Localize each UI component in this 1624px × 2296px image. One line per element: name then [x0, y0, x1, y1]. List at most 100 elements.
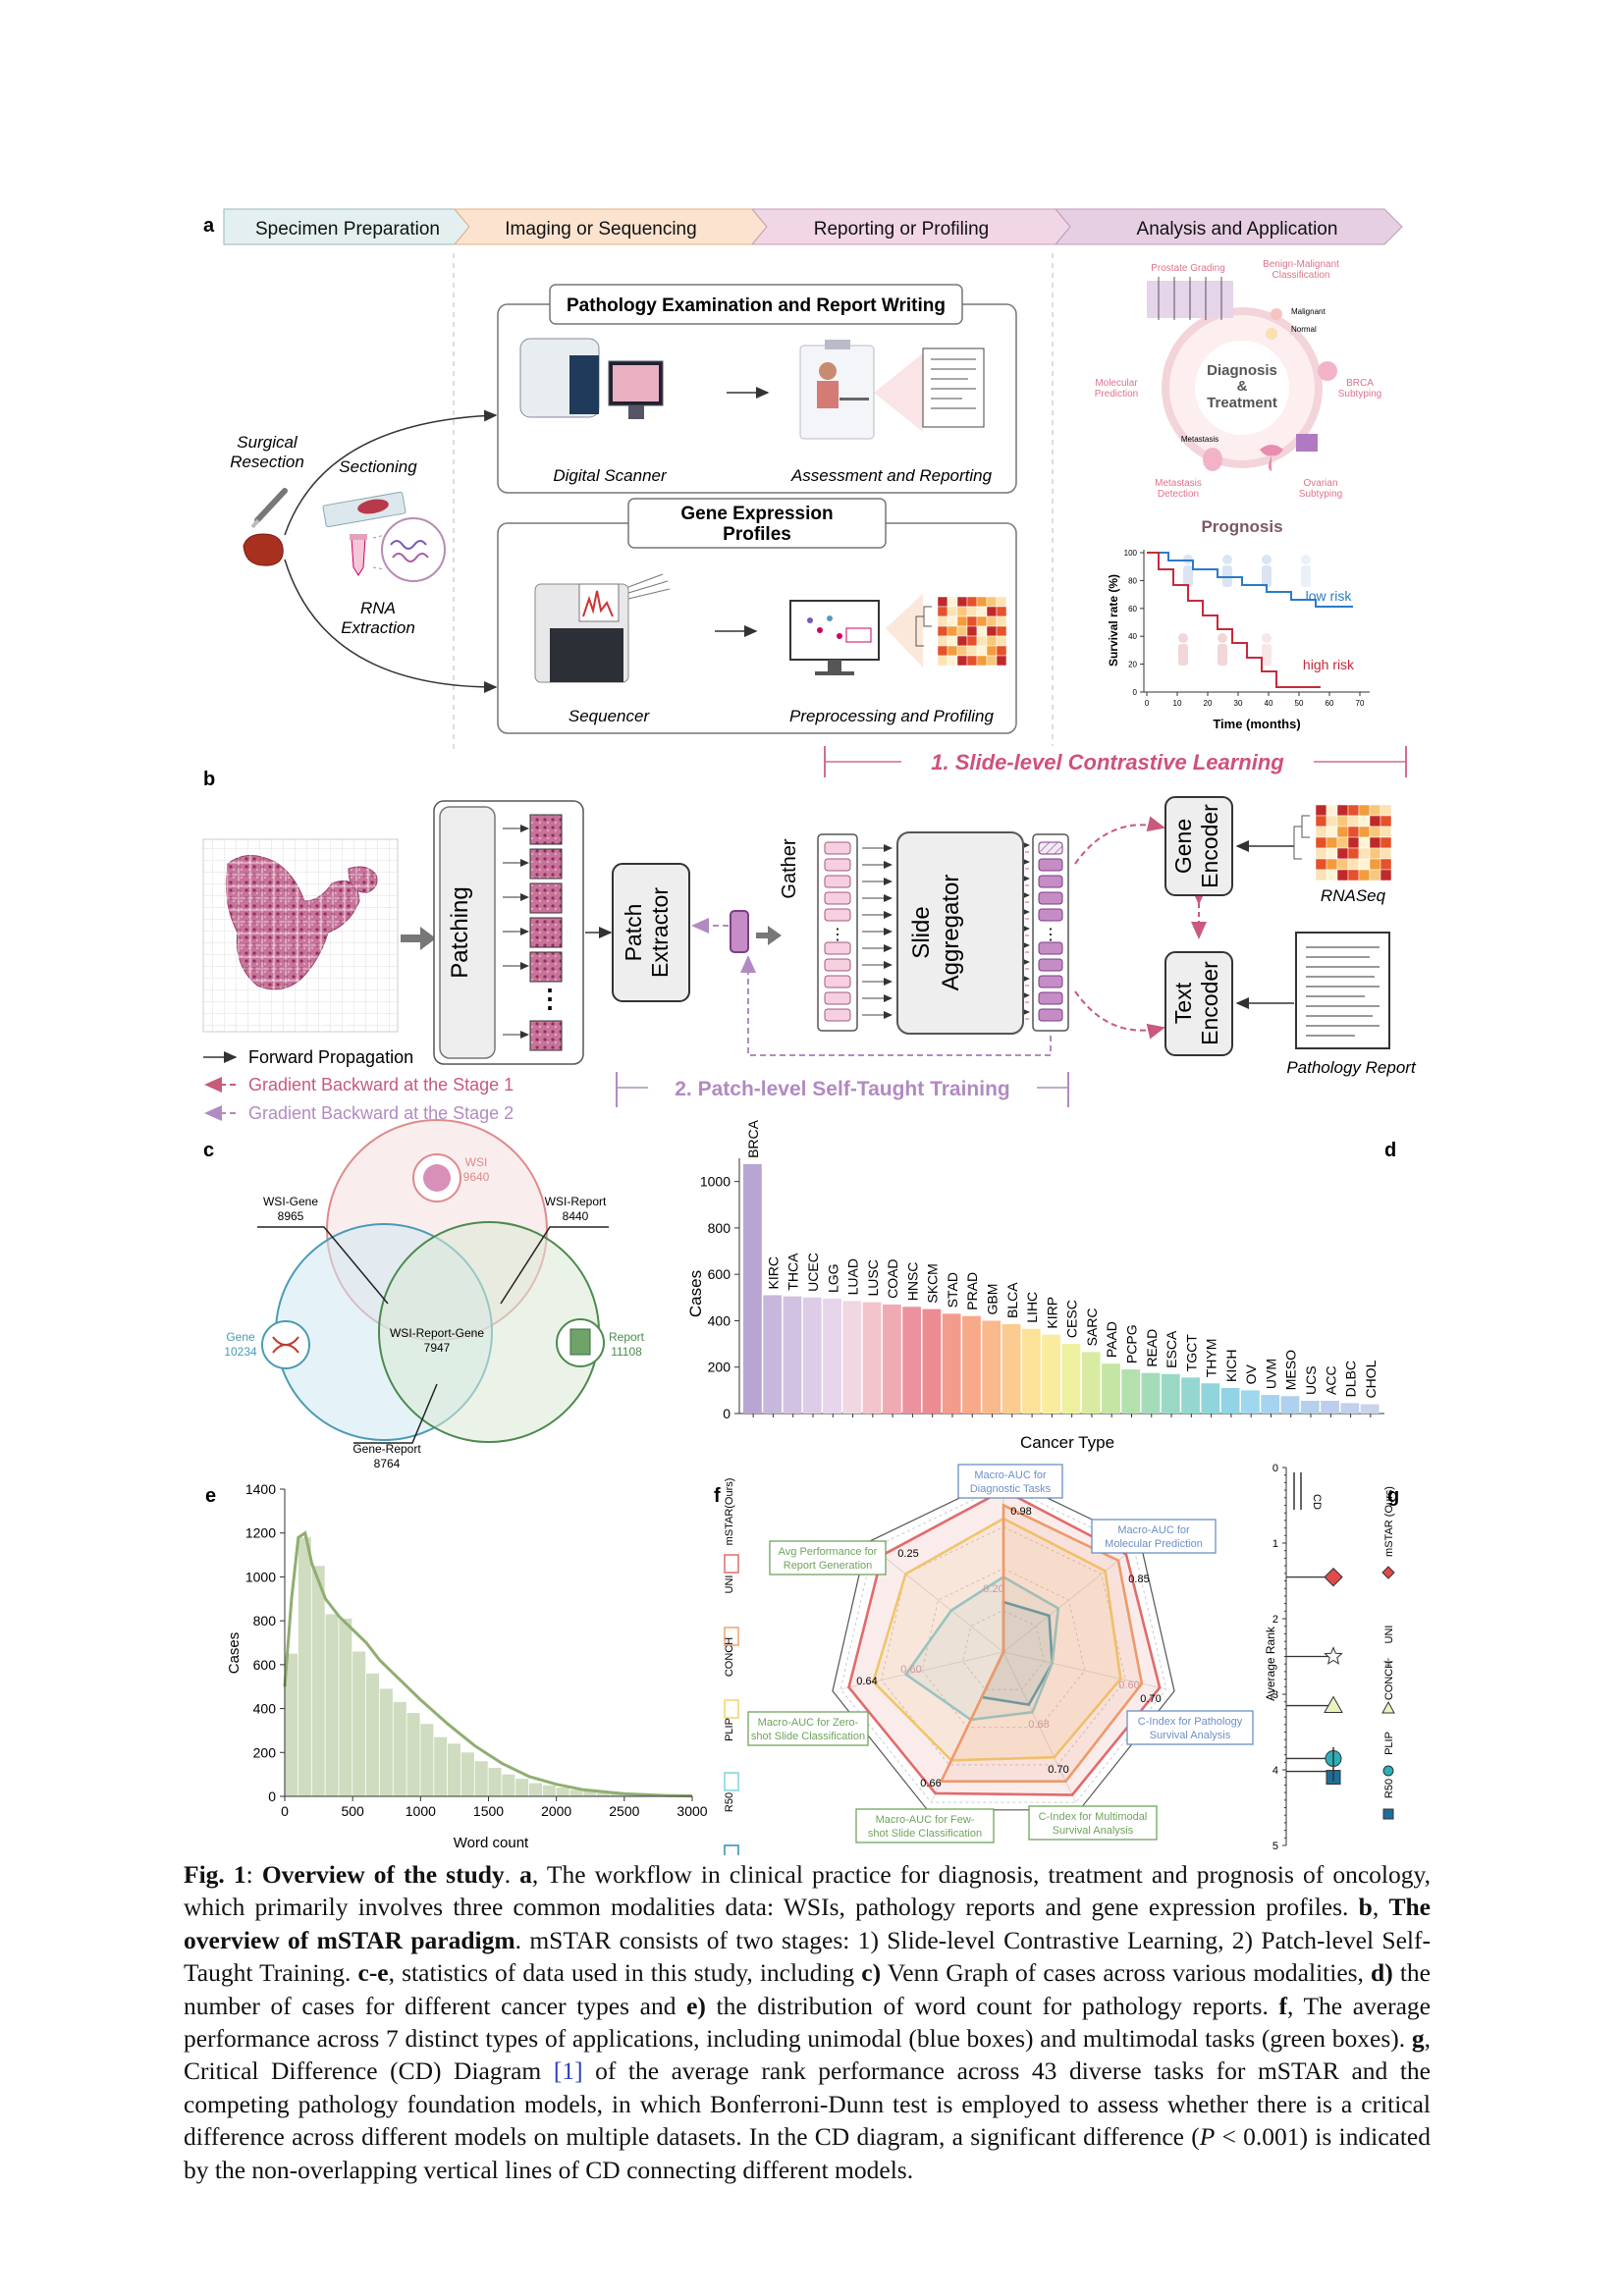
- output-token: [1038, 1008, 1063, 1022]
- bar-label: UCEC: [805, 1253, 821, 1292]
- bar-label: STAD: [945, 1272, 960, 1308]
- caption-f-text: , The average performance across 7 disti…: [184, 1991, 1431, 2054]
- chart-e-ytick: 600: [253, 1657, 277, 1673]
- citation-link[interactable]: [1]: [553, 2056, 583, 2086]
- heatmap-cell: [937, 655, 948, 667]
- heatmap-cell: [1336, 804, 1349, 817]
- chart-g-ylabel: Average Rank: [1264, 1626, 1277, 1701]
- caption-b-label: b: [1358, 1893, 1373, 1922]
- heatmap-cell: [1380, 869, 1392, 881]
- stage1-gradient-to-text: [1074, 990, 1165, 1040]
- heatmap-cell: [1347, 804, 1360, 817]
- ellipsis-icon: ⋮: [1043, 927, 1058, 943]
- radar-legend-label: CONCH: [724, 1637, 735, 1677]
- radar-axis-label: shot Slide Classification: [751, 1731, 865, 1742]
- caption-a-text: , The workflow in clinical practice for …: [184, 1860, 1431, 1922]
- input-token: [824, 875, 851, 888]
- heatmap-cell: [1358, 858, 1371, 871]
- bar-label: KIRC: [765, 1256, 781, 1289]
- bar-kirp: [1042, 1334, 1060, 1414]
- rna-zoom-icon: [372, 517, 446, 582]
- heatmap-cell: [956, 615, 968, 627]
- kde-curve: [283, 1530, 693, 1798]
- heatmap-cell: [996, 645, 1007, 657]
- digital-scanner-icon: [519, 338, 664, 419]
- heatmap-cell: [1315, 815, 1327, 828]
- radar-legend-label: UNI: [724, 1575, 735, 1594]
- slide-aggregator-box: [896, 831, 1024, 1035]
- heatmap-cell: [996, 615, 1007, 627]
- heatmap-cell: [986, 625, 998, 637]
- heatmap-cell: [1315, 826, 1327, 838]
- bar-lgg: [823, 1299, 841, 1414]
- heatmap-cell: [966, 615, 978, 627]
- preprocessing-profiling-label: Preprocessing and Profiling: [789, 707, 994, 725]
- bar-label: LIHC: [1024, 1292, 1040, 1323]
- high-risk-curve: [1147, 552, 1321, 688]
- heatmap-cell: [1380, 847, 1392, 860]
- radar-tick: 0.98: [1010, 1506, 1031, 1518]
- venn-wsi-report-count: 8440: [563, 1209, 589, 1223]
- heatmap-cell: [986, 596, 998, 608]
- caption-e-text: the distribution of word count for patho…: [705, 1991, 1279, 2020]
- radar-axis-label: Survival Analysis: [1150, 1730, 1231, 1741]
- heatmap-cell: [956, 596, 968, 608]
- panel-d-letter: d: [1384, 1140, 1396, 1161]
- chart-e-xtick: 3000: [677, 1803, 707, 1819]
- app-label-brca: Subtyping: [1338, 389, 1381, 400]
- bar-meso: [1280, 1396, 1300, 1414]
- text-encoder-label: Text: [1170, 982, 1196, 1024]
- radar-axis-box: [855, 1808, 995, 1843]
- bar-label: GBM: [985, 1284, 1001, 1315]
- radar-legend-swatch: [724, 1844, 739, 1855]
- panel-f-letter: f: [714, 1485, 721, 1507]
- caption-ce-text: , statistics of data used in this study,…: [388, 1958, 862, 1988]
- pathology-report-label: Pathology Report: [1286, 1058, 1417, 1077]
- cd-marker-uni: [1324, 1646, 1343, 1665]
- venn-gene-count: 10234: [224, 1345, 257, 1359]
- venn-wsi-label: WSI: [465, 1155, 488, 1169]
- histogram-bar: [379, 1688, 393, 1796]
- low-risk-label: low risk: [1306, 588, 1353, 604]
- output-token: [1038, 941, 1063, 955]
- prognosis-xtick: 10: [1173, 699, 1182, 708]
- chart-d-ytick: 400: [708, 1312, 731, 1328]
- bar-blca: [1001, 1324, 1021, 1414]
- bar-label: READ: [1144, 1329, 1160, 1367]
- sectioning-label: Sectioning: [339, 457, 417, 476]
- radar-axis-label: C-Index for Multimodal: [1039, 1811, 1148, 1823]
- venn-center-count: 7947: [424, 1341, 451, 1355]
- wsi-thumbnail: [202, 838, 399, 1033]
- legend-stage2-label: Gradient Backward at the Stage 2: [248, 1103, 514, 1123]
- bar-label: THCA: [785, 1253, 801, 1291]
- radar-axis-box: [747, 1711, 869, 1746]
- cd-marker-conch: [1324, 1695, 1343, 1714]
- caption-d-label: d): [1371, 1958, 1393, 1988]
- bar-uvm: [1261, 1395, 1280, 1414]
- caption-b-bold: The overview of mSTAR paradigm: [184, 1893, 1431, 1954]
- caption-e-label: e): [686, 1991, 706, 2020]
- chart-e-ytick: 1400: [245, 1481, 276, 1497]
- bar-label: OV: [1243, 1363, 1259, 1384]
- input-token: [824, 975, 851, 988]
- prognosis-xlabel: Time (months): [1213, 717, 1300, 731]
- input-token: [824, 891, 851, 905]
- heatmap-cell: [1380, 836, 1392, 849]
- chart-d-xlabel: Cancer Type: [1020, 1433, 1114, 1452]
- bar-label: CESC: [1064, 1300, 1080, 1338]
- lymph-node-icon: [1203, 448, 1222, 471]
- chart-e-ytick: 0: [268, 1789, 276, 1804]
- chart-e-xtick: 0: [281, 1803, 289, 1819]
- panel-b-legend: Forward Propagation Gradient Backward at…: [203, 1047, 514, 1123]
- surgical-resection-label: Surgical: [237, 433, 298, 452]
- heatmap-cell: [986, 606, 998, 617]
- heatmap-cell: [996, 635, 1007, 647]
- malignant-label: Malignant: [1291, 307, 1326, 316]
- venn-wsi-gene-label: WSI-Gene: [263, 1195, 318, 1208]
- app-label-benign: Classification: [1272, 270, 1330, 281]
- bar-stad: [942, 1313, 961, 1414]
- heatmap-cell: [1326, 815, 1338, 828]
- chart-g-ytick: 2: [1272, 1614, 1278, 1626]
